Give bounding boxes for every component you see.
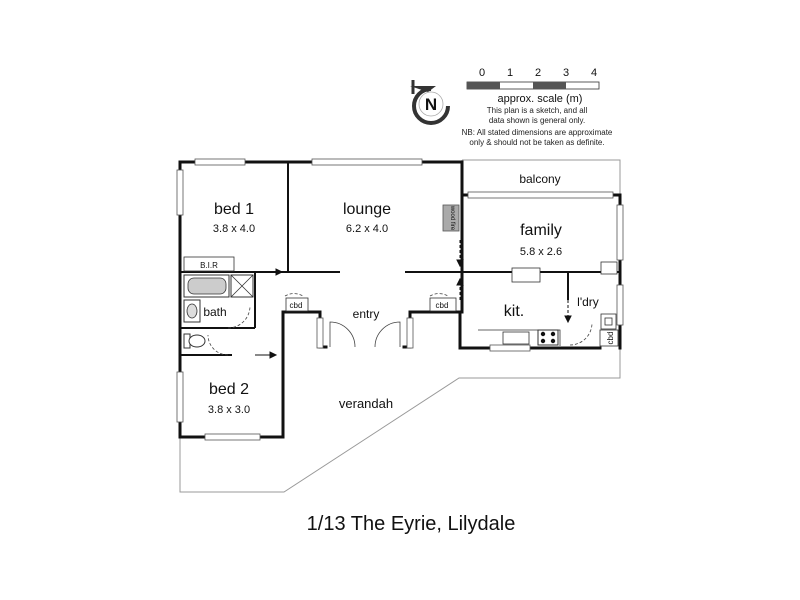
north-arrow-icon: N <box>410 80 450 125</box>
disclaimer-line-2: only & should not be taken as definite. <box>469 138 604 147</box>
windows <box>176 158 624 441</box>
bed1-label: bed 1 <box>214 201 254 218</box>
cbd-label-laundry: cbd <box>606 332 615 345</box>
scale-tick-0: 0 <box>479 67 485 79</box>
laundry-label: l'dry <box>577 295 599 309</box>
entry-label: entry <box>353 307 380 321</box>
cupboard-outlines <box>285 261 619 347</box>
bath-tub-icon <box>183 274 230 298</box>
lounge-label: lounge <box>343 201 391 218</box>
plan-caption: 1/13 The Eyrie, Lilydale <box>307 513 516 535</box>
kitchen-label: kit. <box>504 303 524 320</box>
sink-icon <box>502 331 530 345</box>
scale-tick-2: 2 <box>535 67 541 79</box>
bath-label: bath <box>203 305 226 319</box>
verandah-label: verandah <box>339 396 393 411</box>
bir-label: B.I.R <box>200 261 218 270</box>
bir-cupboard <box>183 256 235 272</box>
bed2-dims: 3.8 x 3.0 <box>208 404 250 416</box>
balcony-label: balcony <box>519 172 560 186</box>
wood-fire-label: wood fire <box>449 205 455 231</box>
toilet-icon <box>183 333 206 349</box>
doors <box>207 293 593 356</box>
bed1-dims: 3.8 x 4.0 <box>213 223 255 235</box>
wood-fire-icon <box>442 204 460 232</box>
lounge-dims: 6.2 x 4.0 <box>346 223 388 235</box>
basin-icon <box>183 299 201 323</box>
scale-bar: 0 1 2 3 4 approx. scale (m) This plan is… <box>462 67 613 147</box>
scale-note-line-1: This plan is a sketch, and all <box>487 106 588 115</box>
cbd-label-entry-left: cbd <box>290 301 303 310</box>
scale-tick-4: 4 <box>591 67 597 79</box>
movement-arrows <box>255 240 572 359</box>
laundry-trough-icon <box>600 313 617 330</box>
scale-note-line-2: data shown is general only. <box>489 116 585 125</box>
kitchen-bench <box>478 267 561 346</box>
scale-label: approx. scale (m) <box>498 93 583 105</box>
scale-tick-3: 3 <box>563 67 569 79</box>
north-letter: N <box>425 95 437 114</box>
family-dims: 5.8 x 2.6 <box>520 246 562 258</box>
disclaimer-line-1: NB: All stated dimensions are approximat… <box>462 128 613 137</box>
shower-icon <box>230 274 254 298</box>
bed2-label: bed 2 <box>209 381 249 398</box>
cbd-label-entry-right: cbd <box>436 301 449 310</box>
scale-tick-1: 1 <box>507 67 513 79</box>
cooktop-icon <box>537 329 559 346</box>
family-label: family <box>520 222 562 239</box>
